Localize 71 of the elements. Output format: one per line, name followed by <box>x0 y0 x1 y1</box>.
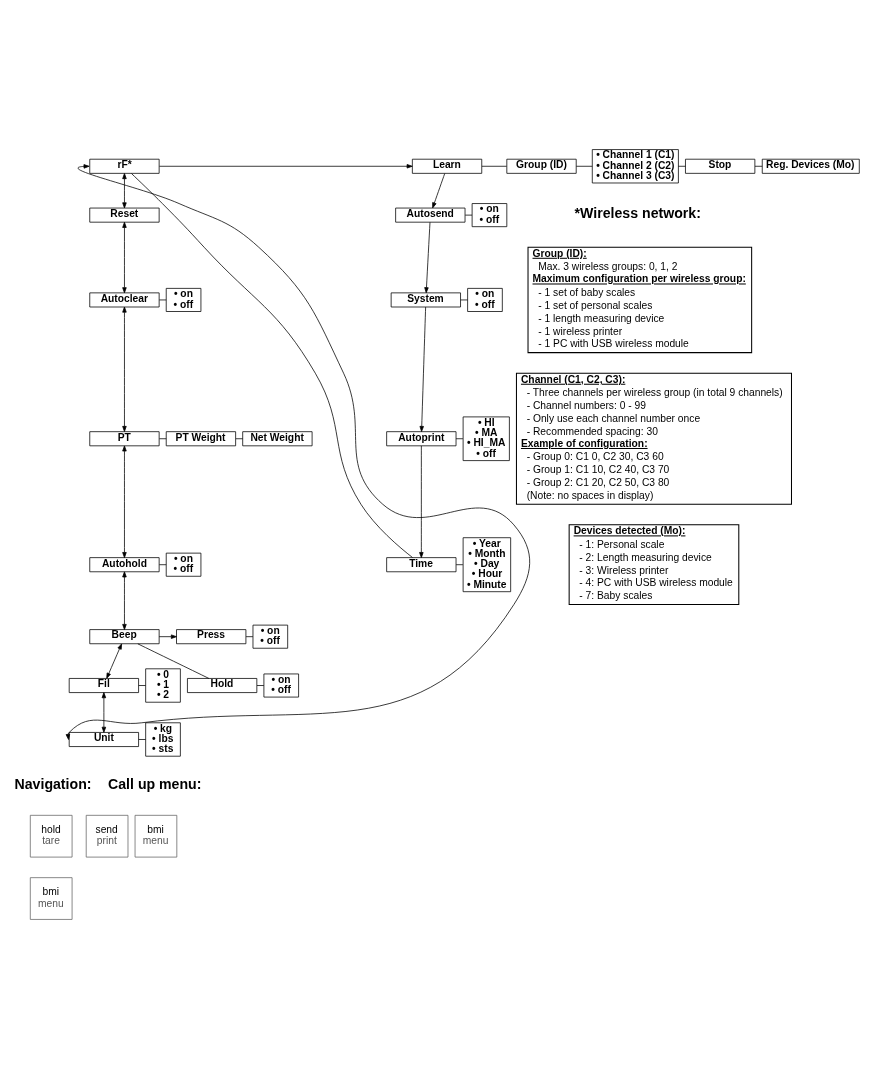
node-box: Reset <box>89 207 160 223</box>
node-box: hold tare <box>29 814 73 857</box>
connector <box>575 165 593 167</box>
node-box: Time <box>386 556 457 572</box>
node-box: Group (ID) <box>506 158 577 174</box>
node-box: Learn <box>411 158 483 174</box>
connector <box>138 738 146 740</box>
arrow <box>122 221 127 293</box>
arrow <box>424 221 431 293</box>
connector <box>481 165 507 167</box>
node-box: Unit <box>68 731 139 747</box>
node-box: • on • off <box>165 287 202 312</box>
node-box: Hold <box>187 677 258 693</box>
node-box: Channel (C1, C2, C3): - Three channels per wireless group (in total 9 channels) - Channel numbers: 0 - 99 - Only use each channel number once - Recommended spacing: 30 Example of configuration: - Group 0: C1 0, C2 30, C3 60 - Group 1: C1 10, C2 40, C3 70 - Group 2: C1 20, C2 50, C3 80 (Note: no spaces in display) <box>515 372 792 505</box>
node-box: send print <box>85 814 129 857</box>
node-box: bmi menu <box>134 814 178 857</box>
arrow <box>159 163 413 168</box>
arrow <box>419 306 426 432</box>
connector <box>754 165 763 167</box>
connector <box>455 563 464 565</box>
node-box: • Year • Month • Day • Hour • Minute <box>462 536 512 592</box>
node-box: bmi menu <box>29 876 73 920</box>
connector <box>235 437 244 439</box>
node-box: Autosend <box>395 207 466 223</box>
node-box: • kg • lbs • sts <box>145 721 181 757</box>
node-box: • on • off <box>165 552 202 577</box>
node-box: • HI • MA • HI_MA • off <box>462 416 510 461</box>
arrow <box>106 643 122 679</box>
node-box: • on • off <box>252 624 289 649</box>
node-box: rF* <box>89 158 160 174</box>
connector <box>138 684 146 686</box>
node-box: System <box>390 292 461 307</box>
arrow <box>419 445 424 558</box>
node-box: Fil <box>68 677 139 693</box>
node-box: • on • off <box>467 287 503 312</box>
connector <box>131 172 413 558</box>
node-box: Stop <box>685 158 756 174</box>
connector <box>256 684 265 686</box>
node-box: Autoclear <box>89 292 160 307</box>
arrow <box>122 571 127 630</box>
arrow <box>432 172 446 208</box>
connector <box>159 437 167 439</box>
node-box: Devices detected (Mo): - 1: Personal scale - 2: Length measuring device - 3: Wireless printer - 4: PC with USB wireless module - 7: Baby scales <box>568 523 740 605</box>
arrow <box>122 306 127 432</box>
arrow <box>158 634 177 639</box>
node-box: • on • off <box>263 673 299 697</box>
node-box: Autohold <box>89 556 160 572</box>
connector <box>158 563 167 565</box>
node-box: • 0 • 1 • 2 <box>145 667 181 703</box>
node-box: Net Weight <box>242 430 313 446</box>
connector <box>460 299 468 300</box>
connector <box>455 437 464 439</box>
node-box: Beep <box>89 628 160 644</box>
arrow <box>122 172 127 208</box>
connector <box>678 165 686 167</box>
label: *Wireless network: <box>574 204 701 221</box>
arrow <box>65 163 531 740</box>
arrow <box>101 691 107 733</box>
node-box: Reg. Devices (Mo) <box>761 158 860 174</box>
node-box: • Channel 1 (C1) • Channel 2 (C2) • Channel 3 (C3) <box>591 148 679 183</box>
node-box: • on • off <box>471 202 508 227</box>
arrow <box>122 445 127 558</box>
label: Navigation: <box>14 775 92 792</box>
node-box: Group (ID): Max. 3 wireless groups: 0, 1, 2 Maximum configuration per wireless group: - 1 set of baby scales - 1 set of personal scales - 1 length measuring device - 1 wireless printer - 1 PC with USB wireless module <box>527 246 753 353</box>
node-box: PT <box>89 430 160 446</box>
connector <box>245 635 254 637</box>
node-box: PT Weight <box>165 430 236 446</box>
label: Call up menu: <box>108 775 202 792</box>
node-box: Press <box>176 628 247 644</box>
connector <box>137 642 210 679</box>
node-box: Autoprint <box>386 430 457 446</box>
